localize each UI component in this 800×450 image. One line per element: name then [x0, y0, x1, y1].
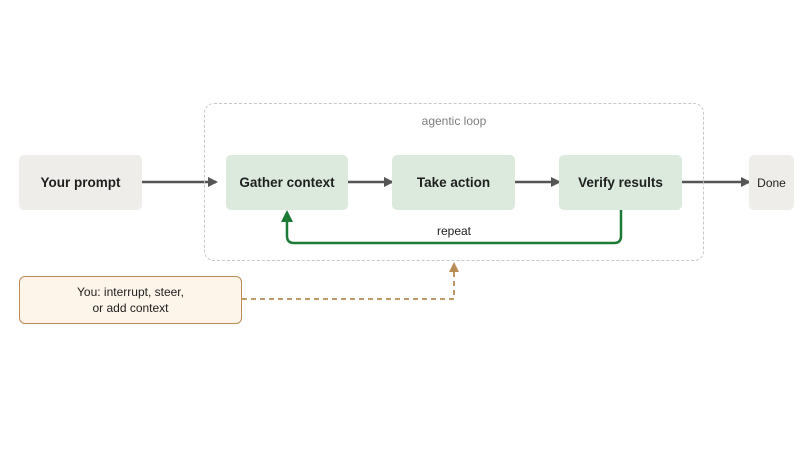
user-note-line-1: You: interrupt, steer, — [77, 285, 184, 299]
repeat-feedback-arrow — [281, 210, 623, 245]
user-intervention-arrow — [242, 262, 459, 300]
agentic-loop-title: agentic loop — [421, 114, 487, 128]
user-intervention-note: You: interrupt, steer, or add context — [19, 276, 242, 324]
gather-context-node: Gather context — [226, 155, 348, 210]
agentic-loop-frame — [204, 103, 704, 261]
verify-results-node: Verify results — [559, 155, 682, 210]
repeat-label: repeat — [436, 224, 472, 238]
take-action-node: Take action — [392, 155, 515, 210]
your-prompt-node: Your prompt — [19, 155, 142, 210]
user-note-line-2: or add context — [92, 301, 169, 315]
done-node: Done — [749, 155, 794, 210]
